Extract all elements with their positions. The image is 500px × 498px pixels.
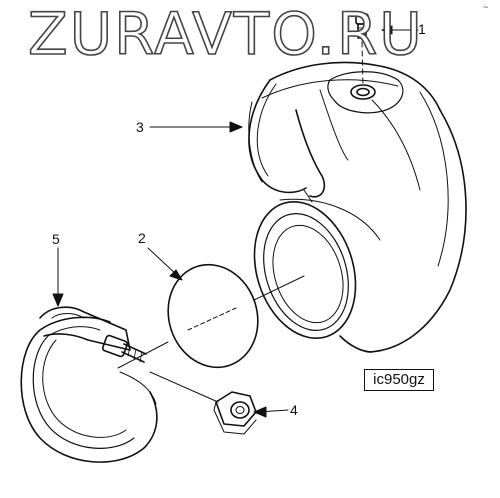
callout-5: 5: [52, 231, 60, 247]
callout-3: 3: [136, 119, 144, 135]
v-band-clamp-part-5: [20, 306, 158, 463]
bolt-part-1: [355, 13, 369, 87]
callout-1: 1: [418, 21, 426, 37]
watermark-logo: ZURAVTO.RU: [27, 0, 424, 68]
corner-mark: ~: [483, 2, 489, 12]
elbow-housing-part-3: [248, 61, 467, 353]
gasket-part-2: [167, 263, 259, 369]
hex-nut-part-4: [213, 391, 257, 435]
callout-4: 4: [290, 402, 298, 418]
figure-code-label: ic950gz: [364, 369, 434, 391]
leader-lines: [52, 25, 419, 418]
callout-2: 2: [138, 230, 146, 246]
assembly-axis-lines: [117, 275, 305, 403]
